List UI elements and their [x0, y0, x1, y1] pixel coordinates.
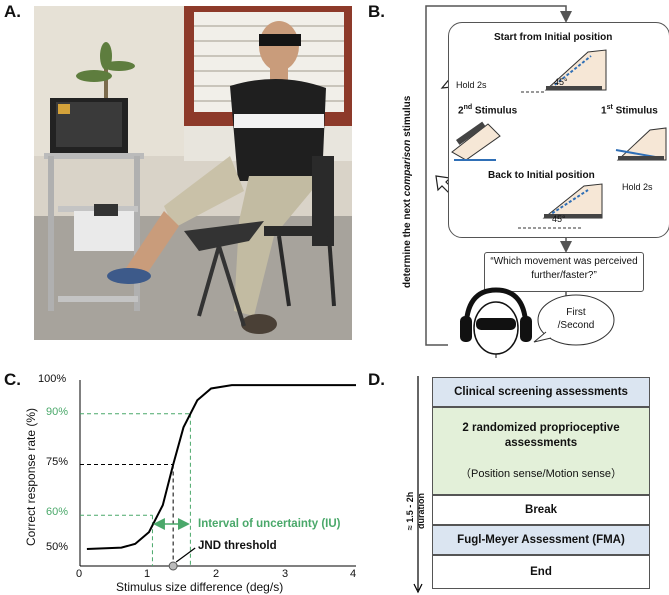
panel-c-letter: C.	[4, 370, 21, 389]
foot-icon-bottom	[518, 183, 603, 229]
panel-b-letter: B.	[368, 2, 385, 21]
start-position-label: Start from Initial position	[494, 32, 613, 43]
x-tick-3: 3	[282, 568, 289, 580]
step-proprioceptive-title: 2 randomized proprioceptive assessments	[462, 422, 620, 449]
x-tick-4: 4	[350, 568, 357, 580]
session-timeline: ≈ 1.5 - 2h duration Clinical screening a…	[380, 368, 669, 595]
duration-label: ≈ 1.5 - 2h duration	[405, 491, 426, 531]
step-proprioceptive-subtitle: （Position sense/Motion sense）	[459, 468, 623, 480]
answer-text: First /Second	[557, 307, 595, 331]
angle-label-top: 45°	[554, 77, 568, 87]
psychometric-plot	[79, 380, 356, 571]
x-tick-2: 2	[213, 568, 220, 580]
photo-illustration	[34, 6, 352, 340]
back-position-label: Back to Initial position	[488, 170, 595, 181]
sigmoid-curve	[86, 384, 356, 550]
panel-d-letter: D.	[368, 370, 385, 389]
x-tick-0: 0	[76, 568, 83, 580]
robot-device-icon	[74, 211, 134, 251]
y-tick-50: 50%	[46, 541, 69, 553]
experiment-photo	[34, 6, 352, 340]
jnd-point	[168, 561, 178, 571]
participant-icon	[107, 21, 326, 334]
step-proprioceptive-assessments: 2 randomized proprioceptive assessments …	[432, 407, 650, 495]
chair-icon	[184, 156, 336, 327]
foot-icon	[521, 49, 607, 93]
x-axis-label: Stimulus size difference (deg/s)	[116, 580, 284, 594]
foot-sketches	[451, 49, 667, 229]
angle-label-bottom: 45°	[552, 214, 566, 224]
panel-a-letter: A.	[4, 2, 21, 21]
y-axis-label: Correct response rate (%)	[24, 407, 38, 546]
iu-label: Interval of uncertainty (IU)	[198, 518, 341, 530]
foot-icon-right	[615, 127, 667, 161]
question-box: “Which movement was perceived further/fa…	[484, 252, 644, 292]
jnd-label: JND threshold	[198, 540, 277, 552]
foot-icon-left	[451, 121, 501, 161]
stimulus-1-label: 1st Stimulus	[601, 104, 658, 117]
y-tick-75: 75%	[46, 456, 69, 468]
step-fugl-meyer: Fugl-Meyer Assessment (FMA)	[432, 525, 650, 555]
stimulus-2-label: 2nd Stimulus	[458, 104, 518, 117]
y-tick-60: 60%	[46, 506, 69, 518]
y-tick-90: 90%	[46, 406, 69, 418]
step-end: End	[432, 555, 650, 589]
hold-label-left: Hold 2s	[456, 80, 487, 90]
step-clinical-screening: Clinical screening assessments	[432, 377, 650, 407]
hold-label-right: Hold 2s	[622, 182, 653, 192]
duration-arrow	[413, 376, 423, 594]
y-tick-100: 100%	[38, 373, 67, 385]
protocol-diagram: determine the next comparison stimulus S…	[396, 0, 669, 360]
psychometric-chart: 100% 90% 75% 60% 50% 0 1 2 3 4 Stimulus …	[0, 368, 370, 595]
jnd-pointer	[175, 547, 196, 563]
x-tick-1: 1	[144, 568, 151, 580]
step-break: Break	[432, 495, 650, 525]
